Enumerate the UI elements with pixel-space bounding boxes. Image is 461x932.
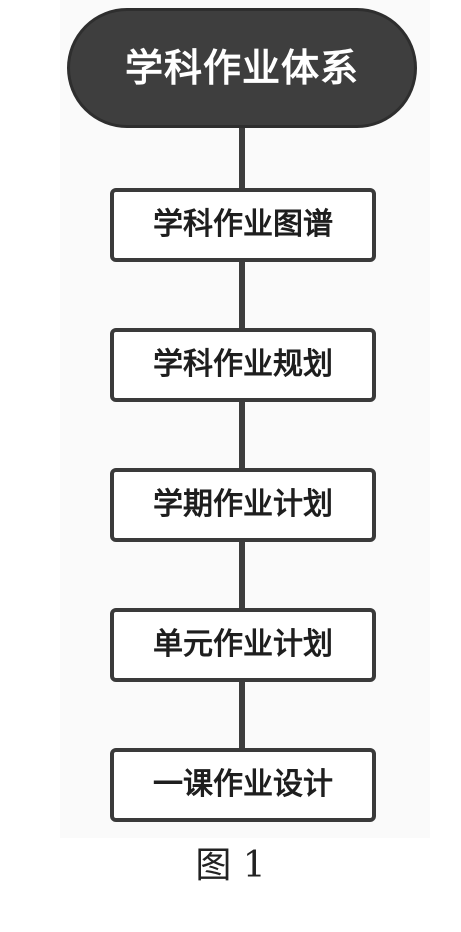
- step-node-3-label: 学期作业计划: [153, 487, 333, 522]
- step-node-4: 单元作业计划: [110, 608, 376, 682]
- connector-step1-step2: [239, 262, 245, 330]
- step-node-4-label: 单元作业计划: [153, 627, 333, 662]
- root-node: 学科作业体系: [67, 8, 417, 128]
- step-node-1: 学科作业图谱: [110, 188, 376, 262]
- connector-step2-step3: [239, 402, 245, 470]
- connector-step3-step4: [239, 542, 245, 610]
- connector-root-step1: [239, 126, 245, 190]
- step-node-2: 学科作业规划: [110, 328, 376, 402]
- root-node-label: 学科作业体系: [124, 46, 359, 90]
- diagram-panel: [60, 0, 430, 838]
- step-node-3: 学期作业计划: [110, 468, 376, 542]
- step-node-5-label: 一课作业设计: [153, 767, 333, 802]
- connector-step4-step5: [239, 682, 245, 750]
- figure-caption: 图 1: [195, 845, 266, 886]
- step-node-5: 一课作业设计: [110, 748, 376, 822]
- step-node-2-label: 学科作业规划: [153, 347, 333, 382]
- step-node-1-label: 学科作业图谱: [153, 207, 333, 242]
